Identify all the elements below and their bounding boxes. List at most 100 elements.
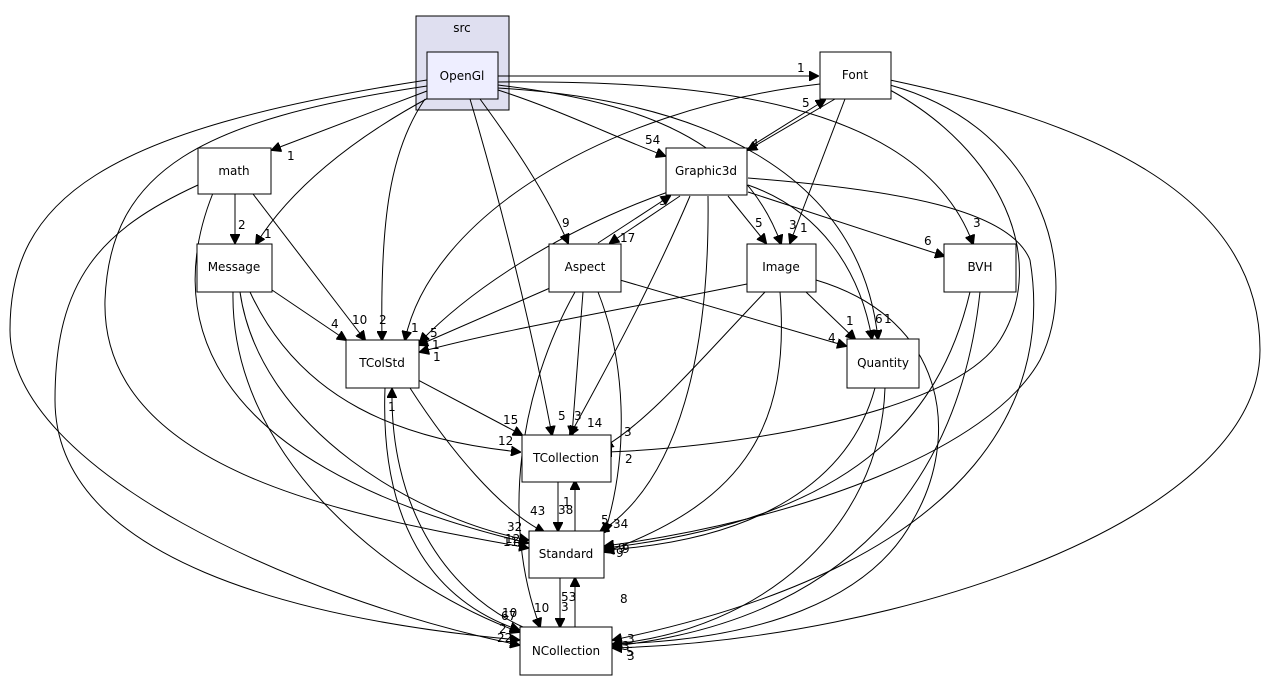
edge-label-aspect-quantity: 4 bbox=[828, 331, 836, 345]
edge-font-graphic3d bbox=[748, 98, 836, 150]
edge-label-font-graphic3d: 4 bbox=[751, 137, 759, 151]
edge-opengl-message bbox=[256, 96, 431, 244]
edge-graphic3d-tcollection bbox=[570, 195, 691, 435]
edge-label-graphic3d-aspect: 17 bbox=[620, 231, 635, 245]
edge-label-tcolstd-ncollection: 10 bbox=[534, 601, 549, 615]
node-opengl-label: OpenGl bbox=[440, 69, 485, 83]
node-ncollection-label: NCollection bbox=[532, 644, 600, 658]
edge-label-opengl-ncollection: 22 bbox=[497, 631, 512, 645]
edge-label-tcolstd-standard: 43 bbox=[530, 504, 545, 518]
node-standard[interactable]: Standard bbox=[528, 530, 605, 579]
node-message-label: Message bbox=[208, 260, 261, 274]
node-tcollection-box bbox=[521, 434, 612, 483]
node-graphic3d-box bbox=[665, 147, 748, 196]
node-tcolstd-label: TColStd bbox=[358, 356, 405, 370]
node-tcolstd-box bbox=[345, 339, 420, 389]
edge-label-opengl-tcolstd: 2 bbox=[379, 313, 387, 327]
node-image-label: Image bbox=[762, 260, 800, 274]
edge-label-opengl-tcollection: 5 bbox=[558, 409, 566, 423]
edge-labels: 1 1 54 1 9 3 3 2 1 5 11 22 4 5 1 1 8 2 1… bbox=[238, 61, 981, 663]
node-tcolstd[interactable]: TColStd bbox=[345, 339, 420, 389]
edge-image-quantity bbox=[805, 291, 855, 339]
edge-opengl-tcolstd bbox=[382, 98, 426, 340]
edge-ncollection-tcolstd bbox=[392, 389, 526, 629]
edge-message-standard bbox=[239, 291, 528, 540]
node-quantity-label: Quantity bbox=[857, 356, 909, 370]
edge-message-ncollection bbox=[232, 291, 519, 632]
node-graphic3d[interactable]: Graphic3d bbox=[665, 147, 748, 196]
edge-label-ncollection-standard: 53 bbox=[561, 590, 576, 604]
edge-label-message-standard: 32 bbox=[507, 520, 522, 534]
node-opengl[interactable]: OpenGl bbox=[426, 51, 499, 100]
edge-label-math-standard: 12 bbox=[505, 532, 520, 546]
edge-label-standard-tcollection: 1 bbox=[563, 495, 571, 509]
edge-quantity-standard bbox=[605, 387, 876, 550]
node-font[interactable]: Font bbox=[819, 51, 892, 100]
edge-label-bvh-ncollection: 3 bbox=[627, 649, 635, 663]
cluster-label: src bbox=[453, 21, 471, 35]
edge-label-image-standard: 5 bbox=[601, 513, 609, 527]
edge-aspect-tcolstd bbox=[419, 287, 551, 345]
node-quantity-box bbox=[846, 338, 920, 389]
edge-opengl-ncollection bbox=[9, 79, 519, 645]
edge-label-opengl-font: 1 bbox=[797, 61, 805, 75]
node-tcollection[interactable]: TCollection bbox=[521, 434, 612, 483]
node-aspect-box bbox=[548, 243, 622, 293]
node-message[interactable]: Message bbox=[196, 243, 273, 293]
node-quantity[interactable]: Quantity bbox=[846, 338, 920, 389]
edge-label-ncollection-tcolstd: 1 bbox=[388, 400, 396, 414]
node-math[interactable]: math bbox=[197, 147, 272, 195]
edge-opengl-quantity bbox=[497, 87, 878, 339]
edge-label-message-tcolstd: 4 bbox=[331, 317, 339, 331]
edge-label-standard-ncollection: 3 bbox=[561, 600, 569, 614]
edge-label-font-standard: 9 bbox=[618, 541, 626, 555]
edge-aspect-quantity bbox=[619, 279, 846, 346]
node-bvh[interactable]: BVH bbox=[943, 243, 1017, 293]
edge-opengl-graphic3d bbox=[497, 89, 665, 156]
edge-label-aspect-standard: 2 bbox=[625, 452, 633, 466]
edge-image-ncollection bbox=[613, 279, 939, 644]
node-bvh-box bbox=[943, 243, 1017, 293]
edge-label-aspect-tcollection: 3 bbox=[574, 409, 582, 423]
edge-aspect-standard bbox=[597, 291, 622, 532]
edge-opengl-bvh bbox=[497, 81, 973, 244]
edge-aspect-graphic3d bbox=[597, 196, 670, 244]
edge-bvh-ncollection bbox=[613, 291, 981, 646]
edge-label-tcolstd-tcollection: 15 bbox=[503, 413, 518, 427]
edge-label-tcollection-standard: 38 bbox=[558, 503, 573, 517]
edge-label-aspect-graphic3d: 3 bbox=[659, 194, 667, 208]
edge-graphic3d-font bbox=[744, 100, 825, 151]
edge-label-image-tcollection: 3 bbox=[624, 425, 632, 439]
edge-image-tcolstd bbox=[420, 283, 748, 352]
node-standard-label: Standard bbox=[539, 547, 594, 561]
node-opengl-box bbox=[426, 51, 499, 100]
edge-label-opengl-math: 1 bbox=[287, 149, 295, 163]
edge-tcolstd-ncollection bbox=[384, 387, 519, 630]
edge-label-opengl-bvh: 3 bbox=[973, 216, 981, 230]
edge-label-graphic3d-standard: 34 bbox=[613, 517, 628, 531]
edges bbox=[9, 76, 1261, 648]
node-math-label: math bbox=[218, 164, 249, 178]
edge-graphic3d-ncollection bbox=[613, 177, 1035, 640]
node-tcollection-label: TCollection bbox=[532, 451, 599, 465]
edge-label-math-ncollection: 2 bbox=[499, 622, 507, 636]
node-image[interactable]: Image bbox=[746, 243, 817, 293]
edge-graphic3d-bvh bbox=[747, 191, 944, 256]
node-image-box bbox=[746, 243, 817, 293]
edge-opengl-tcollection bbox=[469, 98, 552, 435]
node-standard-box bbox=[528, 530, 605, 579]
edge-label-graphic3d-bvh: 6 bbox=[924, 234, 932, 248]
edge-label-quantity-standard: 9 bbox=[622, 542, 630, 556]
node-ncollection[interactable]: NCollection bbox=[519, 626, 613, 676]
node-aspect-label: Aspect bbox=[565, 260, 606, 274]
edge-graphic3d-image bbox=[727, 195, 766, 243]
edge-graphic3d-quantity bbox=[747, 184, 872, 339]
edge-graphic3d-tcolstd bbox=[420, 191, 669, 342]
edge-image-tcollection bbox=[604, 291, 766, 447]
edge-opengl-math bbox=[272, 90, 428, 150]
node-aspect[interactable]: Aspect bbox=[548, 243, 622, 293]
node-font-label: Font bbox=[842, 68, 868, 82]
node-message-box bbox=[196, 243, 273, 293]
edge-font-image bbox=[790, 98, 846, 243]
